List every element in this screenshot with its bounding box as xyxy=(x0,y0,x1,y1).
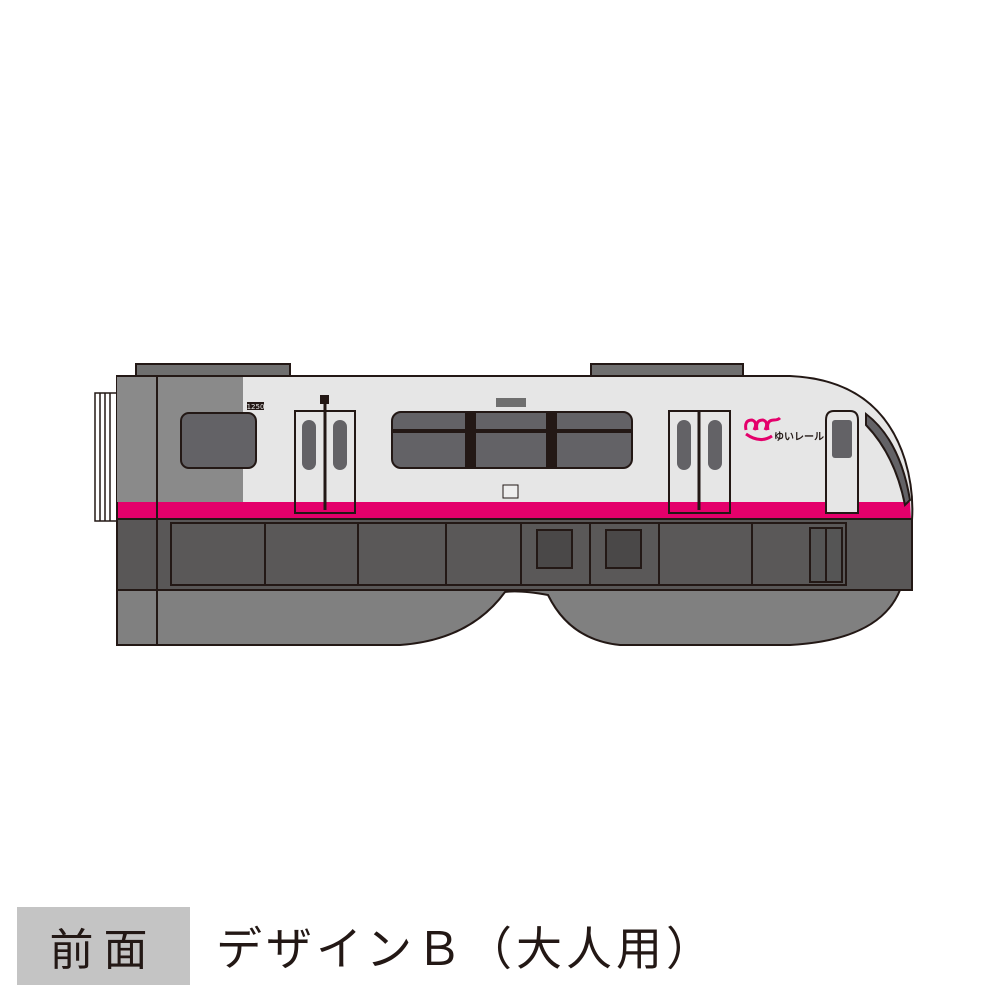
pink-stripe xyxy=(118,502,911,519)
lower-body xyxy=(116,589,902,646)
car-number: 1250 xyxy=(247,403,265,411)
car-number-plate xyxy=(247,402,264,410)
passenger-window xyxy=(391,398,633,469)
door-left xyxy=(294,395,356,514)
logo-text: ゆいレール xyxy=(774,431,824,443)
coupler-bellows xyxy=(94,392,118,522)
caption: 前面 デザインＢ（大人用） xyxy=(17,907,716,985)
door-right xyxy=(668,410,731,514)
view-badge: 前面 xyxy=(17,907,190,985)
indicator-lamp xyxy=(502,484,519,499)
front-window xyxy=(865,411,912,508)
yui-rail-logo xyxy=(744,416,782,441)
front-door xyxy=(825,410,859,514)
cab-window xyxy=(180,412,257,469)
design-title: デザインＢ（大人用） xyxy=(216,922,716,976)
skirt-panels xyxy=(170,522,847,586)
